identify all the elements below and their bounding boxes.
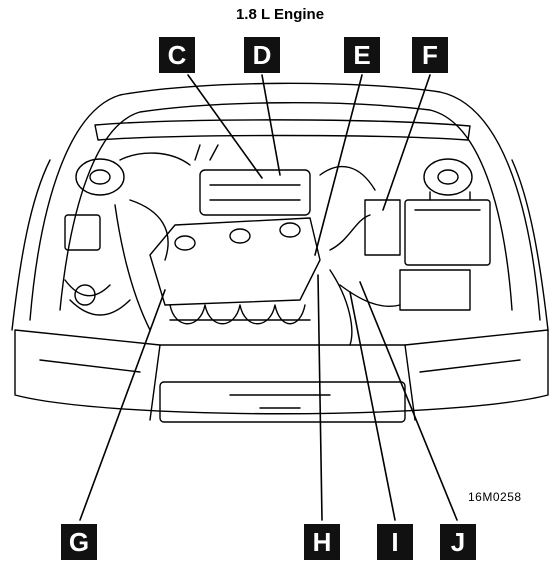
callout-e: E bbox=[344, 37, 380, 73]
callout-d: D bbox=[244, 37, 280, 73]
callout-j: J bbox=[440, 524, 476, 560]
leader-d bbox=[261, 74, 281, 176]
air-cleaner bbox=[199, 169, 311, 216]
leader-f bbox=[382, 74, 431, 211]
diagram-title: 1.8 L Engine bbox=[235, 6, 325, 23]
hood-outline bbox=[29, 82, 541, 321]
firewall-cowl bbox=[94, 119, 471, 141]
upper-hose bbox=[129, 199, 169, 261]
valve-cover bbox=[149, 217, 321, 306]
right-fender bbox=[511, 159, 549, 331]
callout-i: I bbox=[377, 524, 413, 560]
coolant-hose bbox=[329, 269, 353, 346]
callout-c: C bbox=[159, 37, 195, 73]
leader-e bbox=[314, 74, 363, 256]
left-strut-tower bbox=[75, 158, 125, 196]
leader-j bbox=[359, 281, 458, 521]
callout-h: H bbox=[304, 524, 340, 560]
leader-c bbox=[187, 74, 263, 179]
leader-i bbox=[349, 291, 396, 521]
radiator bbox=[159, 381, 406, 423]
right-strut-tower bbox=[423, 158, 473, 196]
battery bbox=[404, 199, 491, 266]
leader-g bbox=[79, 289, 166, 521]
front-bumper bbox=[14, 329, 549, 415]
fuse-box bbox=[399, 269, 471, 311]
hood-inner-line bbox=[59, 102, 513, 311]
leader-h bbox=[317, 274, 323, 521]
left-hoses bbox=[64, 279, 131, 316]
callout-g: G bbox=[61, 524, 97, 560]
left-fender bbox=[11, 159, 51, 331]
callout-f: F bbox=[412, 37, 448, 73]
washer-tank bbox=[64, 214, 101, 251]
figure-code: 16M0258 bbox=[468, 490, 522, 504]
relay-box bbox=[364, 199, 401, 256]
